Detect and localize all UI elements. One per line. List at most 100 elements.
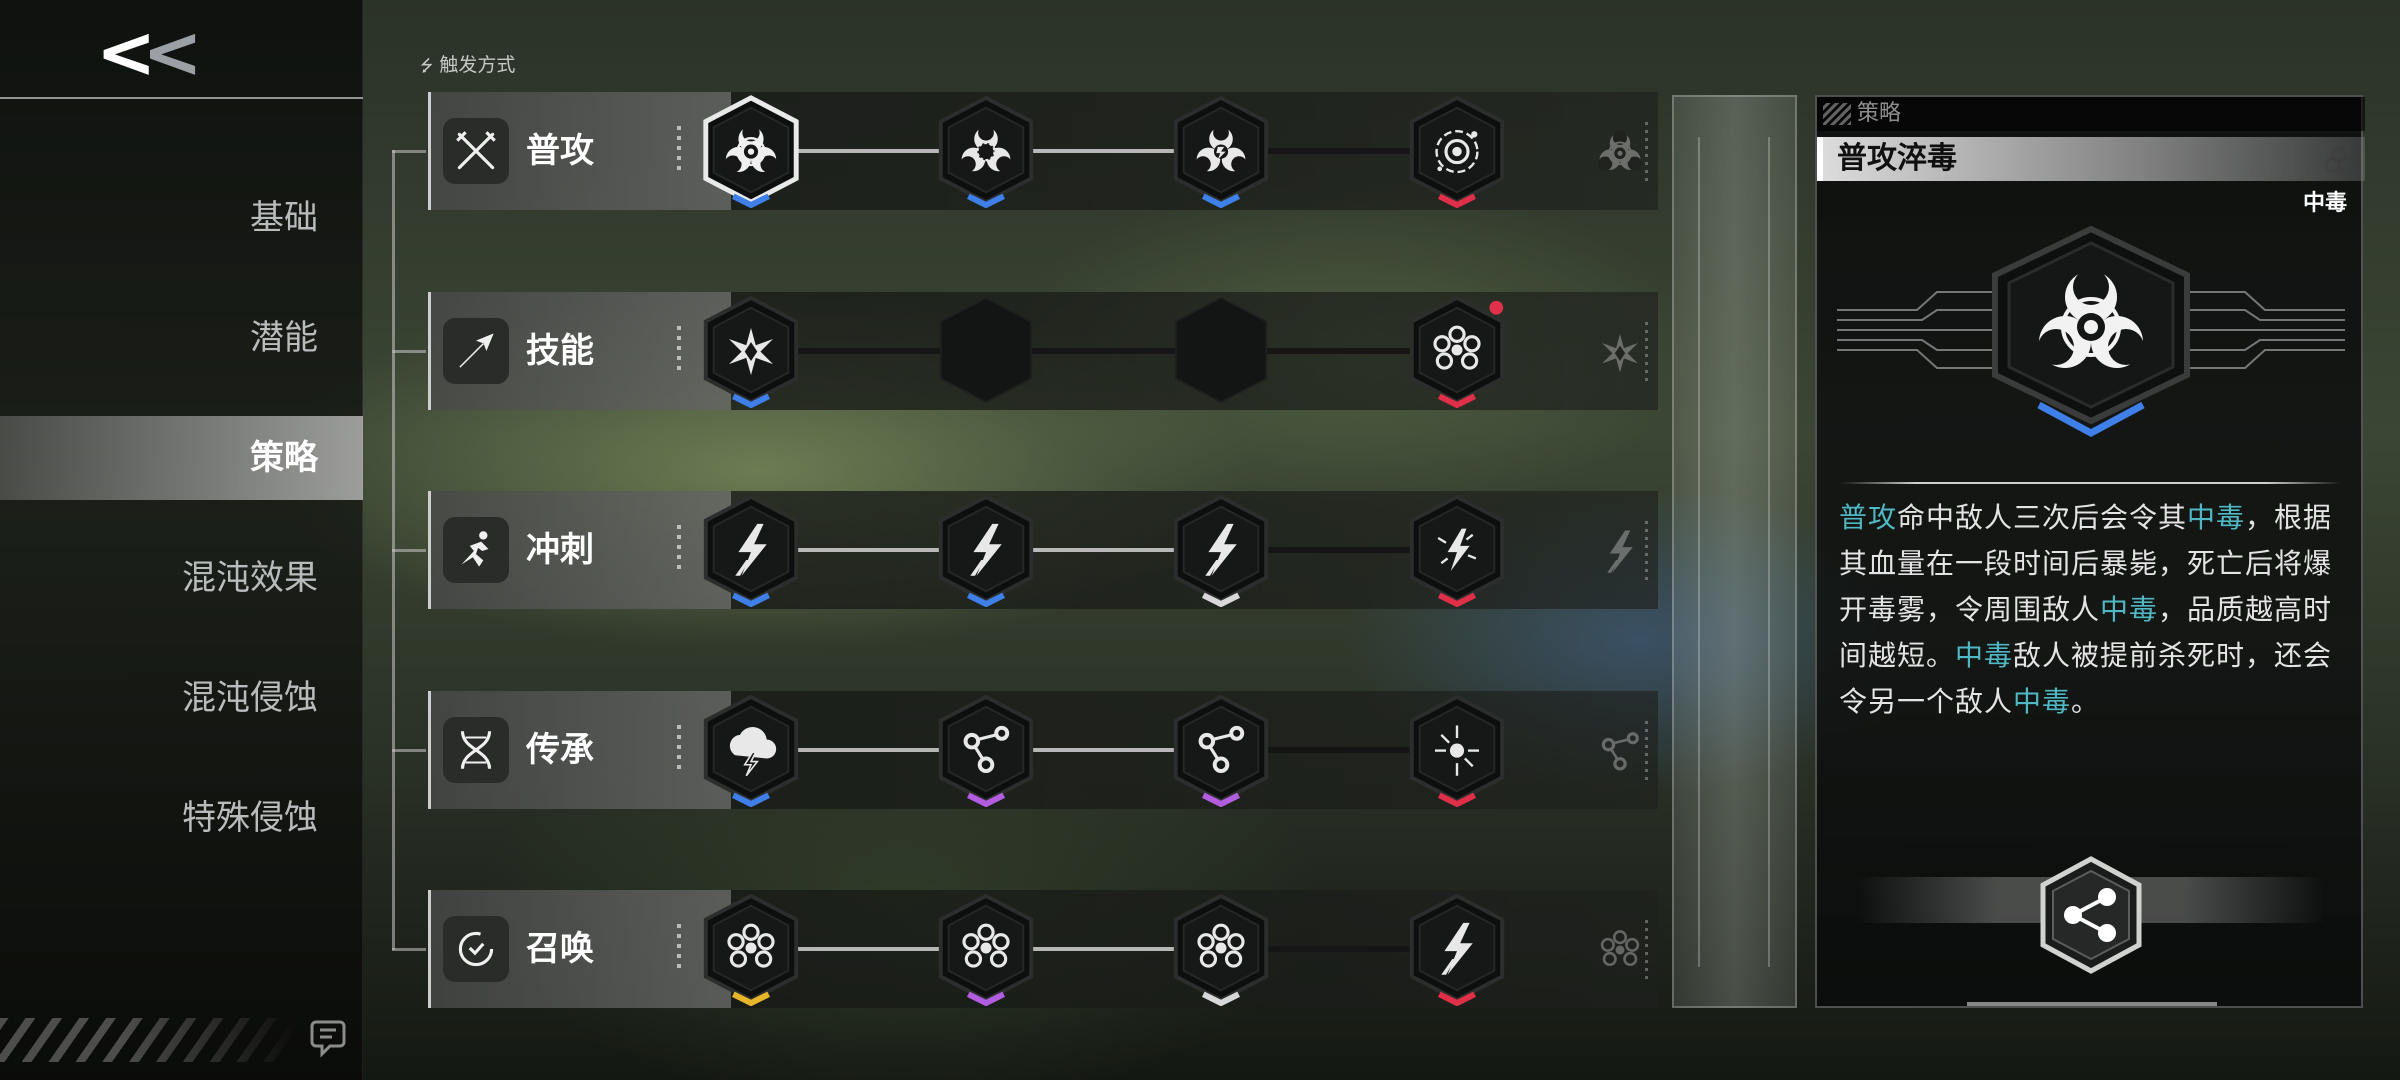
description-text: ，根据其血量在一段时间后暴毙，死亡后将爆开毒雾，令周围敌人 [1839,501,2333,626]
flower-ring-icon[interactable] [1167,892,1275,1006]
chevron-down-icon: ⭍ [420,56,434,75]
row-category-0[interactable]: 普攻 [431,92,731,210]
node-connector [797,947,940,951]
tree-branch [392,350,426,353]
sidebar-divider [0,97,363,99]
strategy-row: 普攻 [428,92,1658,210]
thunder-cloud-icon[interactable] [697,693,805,807]
row-label: 召唤 [526,929,594,969]
biohazard-icon[interactable] [697,94,805,208]
biohazard-icon [1588,120,1652,184]
strategy-row: 技能 [428,292,1658,410]
status-tag: 中毒 [2302,191,2347,216]
tree-branch [392,549,426,552]
row-category-2[interactable]: 冲刺 [431,491,731,609]
trigger-mode-toggle[interactable]: ⭍触发方式 [420,54,516,76]
node-connector [1267,148,1411,154]
strategy-row: 召唤 [428,890,1658,1008]
share-icon [2040,856,2142,974]
sidebar-item-strategy[interactable]: 策略 [0,416,363,500]
scroll-track[interactable] [1672,95,1797,1008]
node-connector [797,149,940,153]
detail-skill-icon [1817,215,2365,445]
shatter-star-icon[interactable] [697,294,805,408]
tree-branch [392,948,426,951]
decorative-dots [1645,920,1648,980]
empty-slot[interactable] [932,294,1040,408]
empty-slot[interactable] [1167,294,1275,408]
description-text: 命中敌人三次后会令其 [1897,501,2188,534]
share-button[interactable] [2035,855,2147,975]
decorative-dots [677,725,681,775]
biohazard-icon [2324,146,2354,173]
row-category-1[interactable]: 技能 [431,292,731,410]
flower-ring-icon [1588,918,1652,982]
biohazard-bolt-icon[interactable] [1167,94,1275,208]
decorative-dots [1645,322,1648,382]
lightning-dash-icon[interactable] [932,493,1040,607]
chain-link-icon[interactable] [1167,693,1275,807]
dna-icon [443,717,509,783]
decorative-dots [677,525,681,575]
node-connector [1267,547,1411,553]
strategy-row: 冲刺 [428,491,1658,609]
keyword[interactable]: 中毒 [2013,685,2072,718]
keyword[interactable]: 中毒 [2100,593,2159,626]
dash-runner-icon [443,517,509,583]
detail-tab-label: 策略 [1857,101,1902,126]
detail-title-bar: 普攻淬毒 [1817,137,2365,181]
row-label: 普攻 [526,131,594,171]
tree-branch [392,749,426,752]
shatter-star-icon [1588,320,1652,384]
flower-ring-icon[interactable] [932,892,1040,1006]
strategy-row: 传承 [428,691,1658,809]
flower-ring-icon[interactable] [1403,294,1511,408]
keyword[interactable]: 中毒 [1955,639,2014,672]
sidebar-item-basic[interactable]: 基础 [250,198,318,238]
decorative-dots [1645,122,1648,182]
thunder-spark-icon[interactable] [1403,693,1511,807]
keyword[interactable]: 中毒 [2187,501,2246,534]
row-category-3[interactable]: 传承 [431,691,731,809]
node-connector [1267,747,1411,753]
detail-separator [1841,482,2341,484]
chain-link-icon[interactable] [932,693,1040,807]
detail-bottom-line [1967,1002,2217,1006]
lightning-dash-icon[interactable] [1167,493,1275,607]
detail-description: 普攻命中敌人三次后会令其中毒，根据其血量在一段时间后暴毙，死亡后将爆开毒雾，令周… [1839,495,2339,725]
row-label: 传承 [526,730,594,770]
biohazard-gear-icon[interactable] [932,94,1040,208]
tab-decoration [1823,103,1851,125]
decorative-dots [677,126,681,176]
node-connector [1267,946,1411,952]
row-category-4[interactable]: 召唤 [431,890,731,1008]
node-connector [797,748,940,752]
sidebar-item-chaos-erosion[interactable]: 混沌侵蚀 [182,678,318,718]
description-text: ，品质越高时间越短。 [1839,593,2333,672]
chain-link-icon [1588,719,1652,783]
target-burst-icon[interactable] [1403,94,1511,208]
decorative-stripes [0,1018,300,1062]
tree-branch [392,150,426,153]
node-connector [1032,348,1175,354]
decorative-dots [677,326,681,376]
back-button[interactable]: << [96,10,203,94]
scroll-inner [1698,137,1770,967]
sidebar-item-chaos-effect[interactable]: 混沌效果 [182,558,318,598]
sidebar-item-potential[interactable]: 潜能 [250,318,318,358]
sidebar: << 基础 潜能 策略 混沌效果 混沌侵蚀 特殊侵蚀 [0,0,363,1080]
keyword[interactable]: 普攻 [1839,501,1898,534]
node-connector [1032,748,1175,752]
lightning-burst-icon[interactable] [1403,493,1511,607]
chat-icon[interactable] [308,1016,348,1060]
decorative-dots [1645,721,1648,781]
detail-tab: 策略 [1817,97,2365,131]
lightning-dash-icon [1588,519,1652,583]
node-connector [1267,348,1411,354]
decorative-dots [1645,521,1648,581]
sidebar-item-special-erosion[interactable]: 特殊侵蚀 [182,798,318,838]
node-connector [797,348,940,354]
lightning-dash-icon[interactable] [1403,892,1511,1006]
lightning-dash-icon[interactable] [697,493,805,607]
flower-ring-icon[interactable] [697,892,805,1006]
